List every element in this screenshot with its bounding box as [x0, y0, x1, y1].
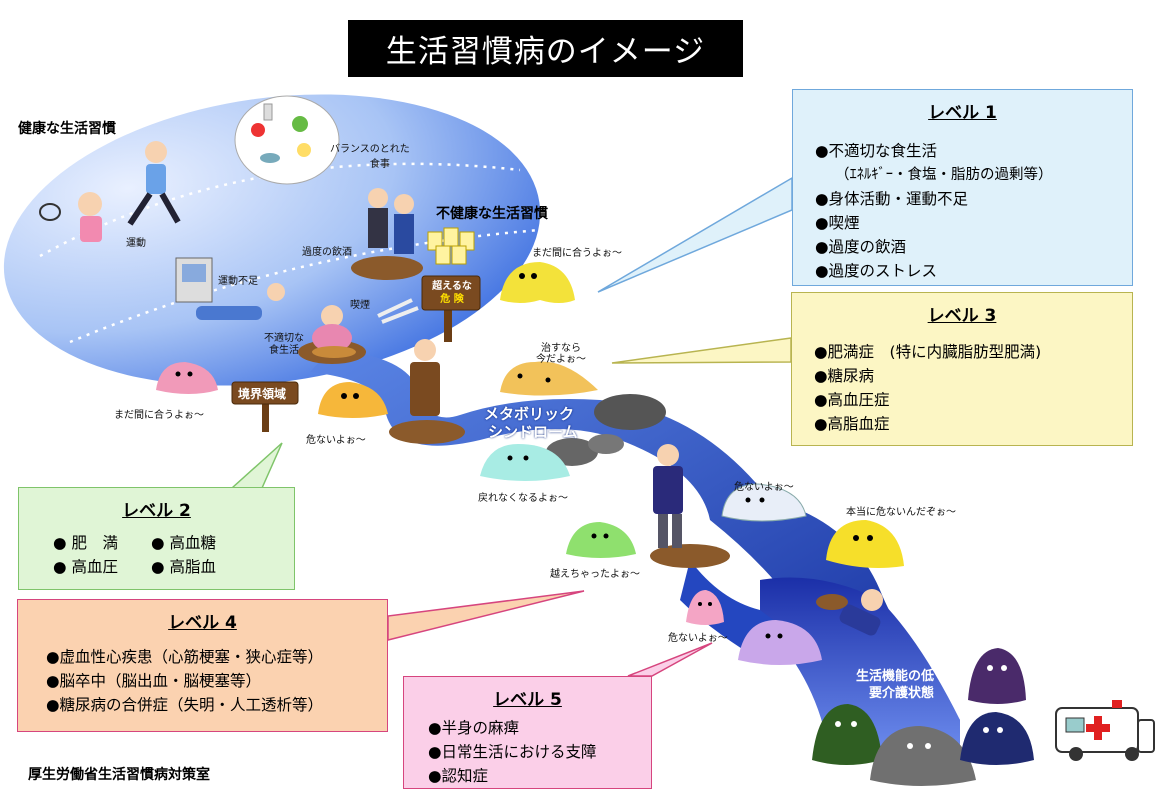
level1-item: 身体活動・運動不足: [815, 187, 1132, 211]
drinking-label: 過度の飲酒: [302, 247, 352, 258]
danger-sign-label: 超えるな危 険: [432, 281, 472, 305]
level4-item: 糖尿病の合併症（失明・人工透析等）: [46, 693, 387, 717]
ambulance-icon: [1055, 700, 1155, 761]
healthy-label: 健康な生活習慣: [18, 121, 116, 137]
level2-box: レベル 2 肥 満 高血糖 高血圧 高脂血: [18, 487, 295, 590]
footer-credit: 厚生労働省生活習慣病対策室: [28, 767, 210, 783]
level2-item: 高脂血: [151, 555, 261, 579]
platform: [650, 544, 730, 568]
level2-title: レベル 2: [122, 501, 191, 521]
level2-item: 高血圧: [53, 555, 151, 579]
monster-yellow-right: [826, 520, 904, 568]
balanced-meal-icon: [234, 95, 340, 185]
lack-exercise-label: 運動不足: [218, 276, 258, 287]
exercise-label: 運動: [126, 238, 146, 249]
danger-sign: [421, 275, 481, 342]
page-title: 生活習慣病のイメージ: [348, 20, 743, 77]
speech-dangerous-2: 危ないよぉ～: [734, 482, 794, 493]
monster-purple: [968, 648, 1026, 704]
platform: [351, 256, 423, 280]
level5-item: 認知症: [428, 764, 651, 788]
running-man: [127, 141, 181, 226]
monster-pink-left: [156, 362, 218, 394]
level1-box: レベル 1 不適切な食生活 （ｴﾈﾙｷﾞｰ・食塩・脂肪の過剰等） 身体活動・運動…: [792, 89, 1133, 286]
eating-man: [312, 305, 356, 358]
level2-item: 高血糖: [151, 531, 261, 555]
boundary-sign-label: 境界領域: [238, 387, 287, 401]
boundary-sign: [231, 381, 299, 432]
monster-navy: [960, 712, 1034, 765]
level5-item: 半身の麻痺: [428, 716, 651, 740]
level4-item: 虚血性心疾患（心筋梗塞・狭心症等）: [46, 645, 387, 669]
speech-cant-return: 戻れなくなるよぉ～: [478, 493, 568, 504]
lying-man: [196, 283, 285, 320]
bad-diet-label: 不適切な食生活: [264, 333, 304, 356]
level3-title: レベル 3: [927, 306, 997, 326]
balanced-meal-label: バランスのとれた食事: [330, 144, 410, 170]
falling-man: [816, 589, 883, 636]
level3-item: 高脂血症: [814, 412, 1132, 436]
rock: [588, 434, 624, 454]
level5-box: レベル 5 半身の麻痺 日常生活における支障 認知症: [403, 676, 652, 789]
monster-white: [721, 483, 807, 522]
unhealthy-label: 不健康な生活習慣: [436, 206, 548, 222]
level1-item: 不適切な食生活: [815, 139, 1132, 163]
monster-orange: [318, 382, 388, 418]
monster-cyan: [480, 444, 570, 481]
speech-still-ok-top: まだ間に合うよぉ～: [532, 248, 622, 259]
level3-item: 高血圧症: [814, 388, 1132, 412]
level1-item: 喫煙: [815, 211, 1132, 235]
level1-pointer: [597, 176, 793, 293]
monster-yellow-top: [500, 262, 575, 303]
level1-item: 過度の飲酒: [815, 235, 1132, 259]
businessmen: [368, 188, 414, 254]
level3-item: 肥満症 (特に内臓脂肪型肥満): [814, 340, 1132, 364]
speech-still-ok-left: まだ間に合うよぉ～: [114, 410, 204, 421]
level1-item-note: （ｴﾈﾙｷﾞｰ・食塩・脂肪の過剰等）: [835, 167, 1053, 183]
speech-cure-now: 治すなら今だよぉ～: [536, 343, 586, 365]
tv-set: [175, 257, 213, 303]
monster-pink-small: [686, 590, 724, 625]
smoking-label: 喫煙: [350, 300, 370, 311]
level5-item: 日常生活における支障: [428, 740, 651, 764]
cigarettes: [377, 298, 419, 324]
platform: [389, 420, 465, 444]
level4-title: レベル 4: [168, 613, 237, 633]
monster-group-orange: [500, 361, 598, 396]
level4-item: 脳卒中（脳出血・脳梗塞等）: [46, 669, 387, 693]
monster-green: [566, 522, 636, 558]
level5-title: レベル 5: [493, 690, 562, 710]
speech-dangerous-3: 危ないよぉ～: [668, 633, 728, 644]
function-decline-label: 生活機能の低下要介護状態: [856, 669, 948, 701]
monster-gray: [870, 726, 976, 786]
speech-really-dangerous: 本当に危ないんだぞぉ～: [846, 507, 956, 518]
walking-man: [653, 444, 683, 548]
monster-lavender: [738, 620, 822, 665]
speech-crossed: 越えちゃったよぉ～: [550, 569, 640, 580]
beer-mugs: [427, 227, 475, 265]
monster-dark-green: [812, 704, 882, 765]
level4-pointer: [387, 590, 585, 641]
level1-title: レベル 1: [928, 103, 997, 123]
speech-dangerous-1: 危ないよぉ～: [306, 435, 366, 446]
level3-box: レベル 3 肥満症 (特に内臓脂肪型肥満) 糖尿病 高血圧症 高脂血症: [791, 292, 1133, 446]
level4-box: レベル 4 虚血性心疾患（心筋梗塞・狭心症等） 脳卒中（脳出血・脳梗塞等） 糖尿…: [17, 599, 388, 732]
level3-pointer: [611, 337, 792, 364]
level2-item: 肥 満: [53, 531, 151, 555]
level1-item: 過度のストレス: [815, 259, 1132, 283]
level3-item: 糖尿病: [814, 364, 1132, 388]
level5-pointer: [627, 642, 713, 677]
girl-tennis: [39, 192, 102, 242]
rock: [594, 394, 666, 430]
standing-man: [410, 339, 440, 416]
metabolic-label: メタボリックシンドローム: [484, 405, 578, 441]
level2-pointer: [230, 442, 283, 489]
waterfall: [760, 577, 960, 760]
